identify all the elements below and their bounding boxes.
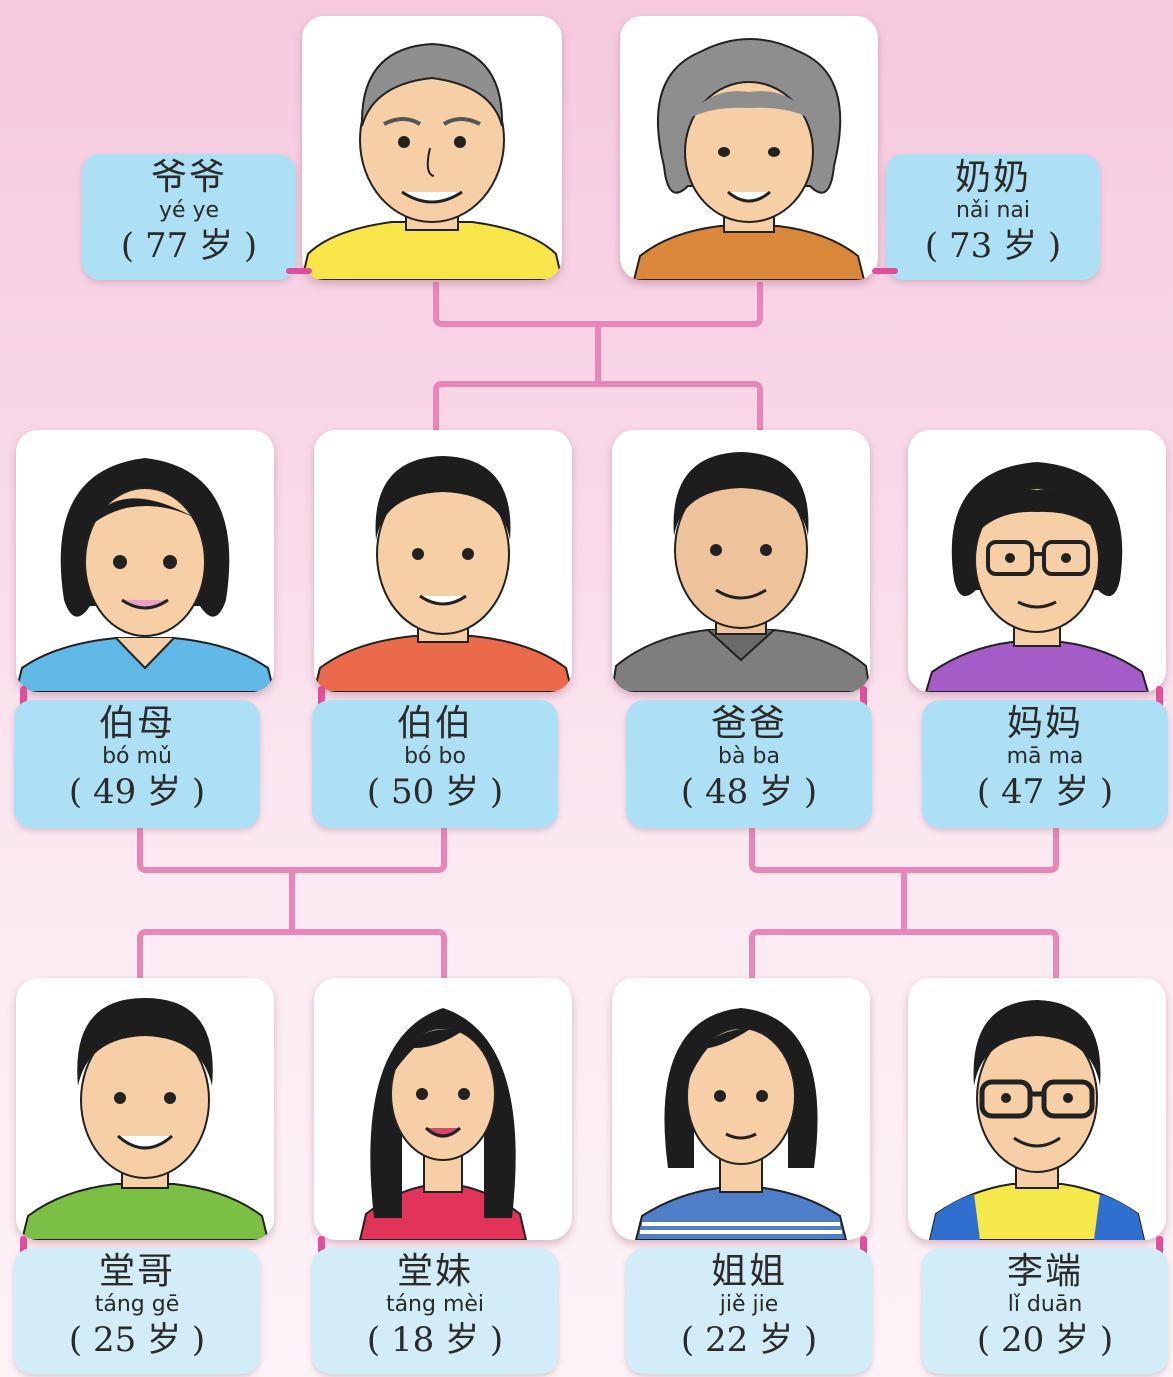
age: ( 77 岁 ): [120, 226, 258, 266]
hanzi: 爸爸: [710, 703, 787, 744]
pinyin: bó mǔ: [102, 744, 172, 769]
portrait-mother: [908, 430, 1166, 692]
portrait-sister: [612, 978, 870, 1240]
age: ( 25 岁 ): [68, 1320, 206, 1360]
hanzi: 伯伯: [396, 703, 473, 744]
hanzi: 妈妈: [1006, 703, 1083, 744]
hanzi: 爷爷: [150, 157, 227, 198]
age: ( 48 岁 ): [680, 772, 818, 812]
pinyin: jiě jie: [719, 1292, 779, 1317]
connector-grandparents: [433, 282, 763, 327]
hanzi: 伯母: [98, 703, 175, 744]
card-label-sister: 姐姐 jiě jie ( 22 岁 ): [626, 1248, 872, 1374]
hanzi: 李端: [1006, 1251, 1083, 1292]
age: ( 22 岁 ): [680, 1320, 818, 1360]
pin-grandmother: [872, 268, 898, 274]
portrait-father: [612, 430, 870, 692]
pin-mother: [1156, 686, 1163, 712]
hanzi: 奶奶: [954, 157, 1031, 198]
portrait-grandmother: [620, 16, 878, 280]
pinyin: táng gē: [94, 1292, 180, 1317]
portrait-cousin-brother: [16, 978, 274, 1240]
connector-uncle-aunt: [137, 828, 447, 873]
age: ( 73 岁 ): [924, 226, 1062, 266]
pin-sister: [860, 1236, 867, 1262]
portrait-aunt: [16, 430, 274, 692]
card-label-li-duan: 李端 lǐ duān ( 20 岁 ): [922, 1248, 1168, 1374]
portrait-uncle: [314, 430, 572, 692]
pinyin: bà ba: [718, 744, 780, 769]
card-label-aunt: 伯母 bó mǔ ( 49 岁 ): [14, 700, 260, 828]
portrait-li-duan: [908, 978, 1166, 1240]
portrait-cousin-sister: [314, 978, 572, 1240]
card-label-father: 爸爸 bà ba ( 48 岁 ): [626, 700, 872, 828]
pinyin: táng mèi: [385, 1292, 485, 1317]
hanzi: 堂哥: [98, 1251, 175, 1292]
pin-aunt: [20, 686, 27, 712]
pin-li-duan: [1156, 1236, 1163, 1262]
pinyin: nǎi nai: [955, 198, 1031, 223]
pinyin: lǐ duān: [1007, 1292, 1083, 1317]
pin-uncle: [318, 686, 325, 712]
age: ( 20 岁 ): [976, 1320, 1114, 1360]
card-label-grandfather: 爷爷 yé ye ( 77 岁 ): [82, 154, 296, 280]
connector-parents: [749, 828, 1059, 873]
age: ( 50 岁 ): [366, 772, 504, 812]
connector-cousins: [137, 929, 447, 978]
pin-grandfather: [286, 268, 312, 274]
card-label-grandmother: 奶奶 nǎi nai ( 73 岁 ): [886, 154, 1100, 280]
age: ( 49 岁 ): [68, 772, 206, 812]
pinyin: bó bo: [404, 744, 466, 769]
connector-generation-2: [433, 381, 763, 432]
hanzi: 姐姐: [710, 1251, 787, 1292]
portrait-grandfather: [302, 16, 562, 280]
pinyin: yé ye: [158, 198, 220, 223]
age: ( 18 岁 ): [366, 1320, 504, 1360]
card-label-cousin-brother: 堂哥 táng gē ( 25 岁 ): [14, 1248, 260, 1374]
age: ( 47 岁 ): [976, 772, 1114, 812]
card-label-mother: 妈妈 mā ma ( 47 岁 ): [922, 700, 1168, 828]
card-label-uncle: 伯伯 bó bo ( 50 岁 ): [312, 700, 558, 828]
hanzi: 堂妹: [396, 1251, 473, 1292]
pinyin: mā ma: [1006, 744, 1084, 769]
connector-children: [749, 929, 1059, 978]
card-label-cousin-sister: 堂妹 táng mèi ( 18 岁 ): [312, 1248, 558, 1374]
pin-father: [860, 686, 867, 712]
